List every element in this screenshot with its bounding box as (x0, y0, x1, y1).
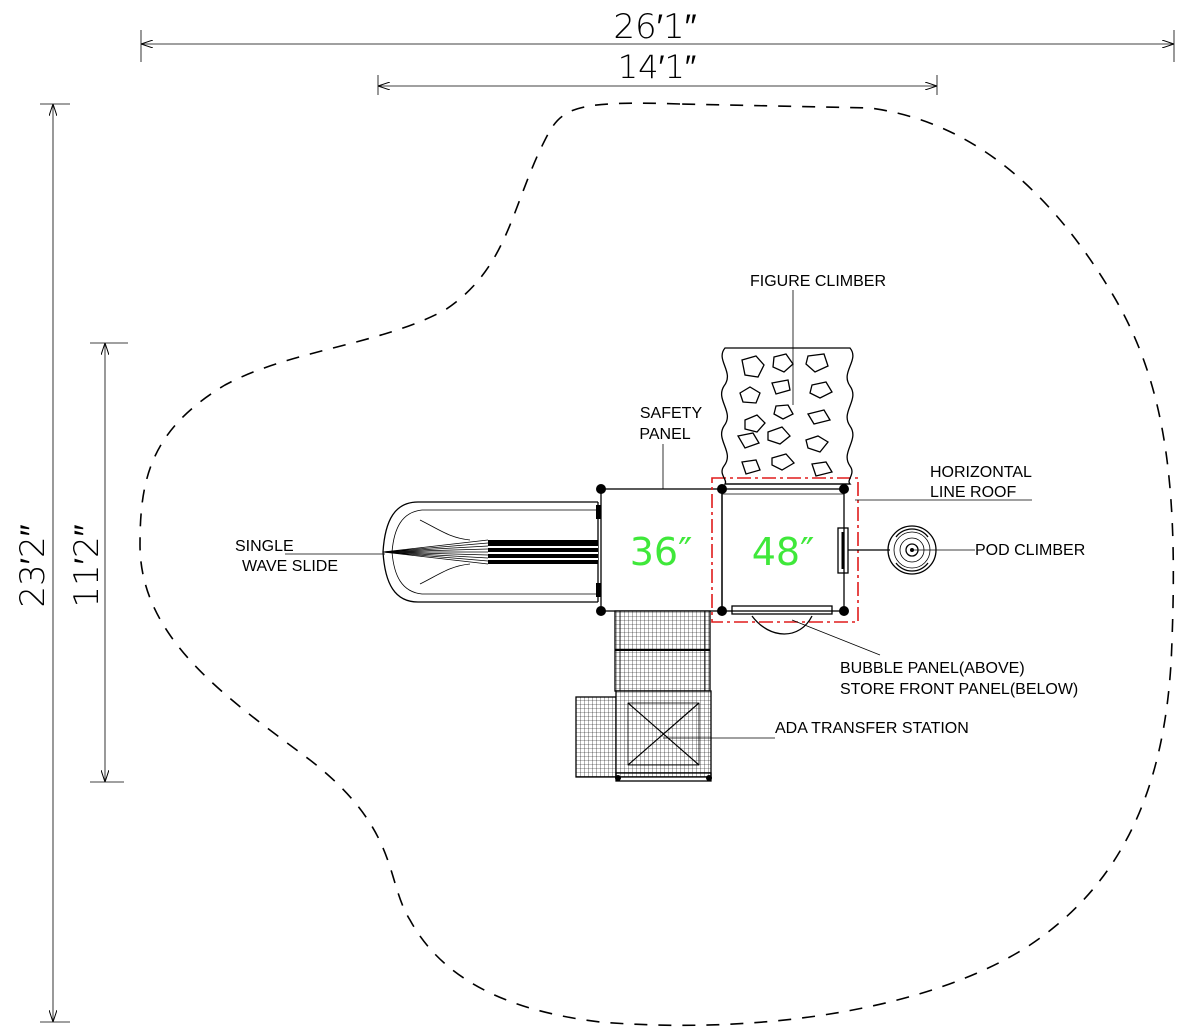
support-posts (596, 484, 849, 616)
bubble-panel-label: BUBBLE PANEL(ABOVE) (840, 660, 1025, 677)
ada-transfer-callout: ADA TRANSFER STATION (663, 720, 969, 739)
structure-height-label: 11′2″ (67, 524, 107, 607)
safety-panel-label-line1: SAFETY (640, 405, 703, 422)
figure-climber (721, 347, 854, 485)
horizontal-roof-callout: HORIZONTAL LINE ROOF (855, 464, 1032, 501)
safety-panel-label-line2: PANEL (639, 426, 690, 443)
bubble-panel (731, 605, 833, 635)
pod-climber-label: POD CLIMBER (975, 542, 1085, 559)
figure-climber-label: FIGURE CLIMBER (750, 273, 886, 290)
overall-height-dimension: 23′2″ (13, 103, 70, 1023)
transfer-steps (614, 610, 711, 692)
structure-width-label: 14′1″ (618, 48, 696, 86)
pod-climber-panel (837, 527, 890, 574)
deck-36-height-label: 36″ (630, 530, 693, 574)
figure-climber-callout: FIGURE CLIMBER (750, 273, 886, 405)
pod-climber-callout: POD CLIMBER (912, 542, 1085, 559)
overall-width-label: 26′1″ (613, 7, 696, 47)
single-wave-slide (382, 501, 599, 603)
safety-panel-callout: SAFETY PANEL (639, 405, 702, 489)
ada-transfer-label: ADA TRANSFER STATION (775, 720, 969, 737)
safety-use-zone (139, 102, 1175, 1027)
ada-transfer-station (575, 690, 712, 782)
horizontal-roof-label-line1: HORIZONTAL (930, 464, 1032, 481)
structure-width-dimension: 14′1″ (377, 48, 938, 95)
slide-label-line2: WAVE SLIDE (242, 558, 338, 575)
slide-callout: SINGLE WAVE SLIDE (235, 538, 385, 575)
structure-height-dimension: 11′2″ (67, 342, 128, 783)
overall-width-dimension: 26′1″ (140, 7, 1175, 62)
deck-48-height-label: 48″ (752, 530, 815, 574)
overall-height-label: 23′2″ (13, 524, 53, 607)
deck-48: 48″ (721, 488, 845, 612)
store-front-panel-label: STORE FRONT PANEL(BELOW) (840, 681, 1078, 698)
horizontal-roof-label-line2: LINE ROOF (930, 484, 1016, 501)
slide-label-line1: SINGLE (235, 538, 294, 555)
deck-36: 36″ (600, 488, 723, 612)
bubble-panel-callout: BUBBLE PANEL(ABOVE) STORE FRONT PANEL(BE… (791, 619, 1078, 698)
